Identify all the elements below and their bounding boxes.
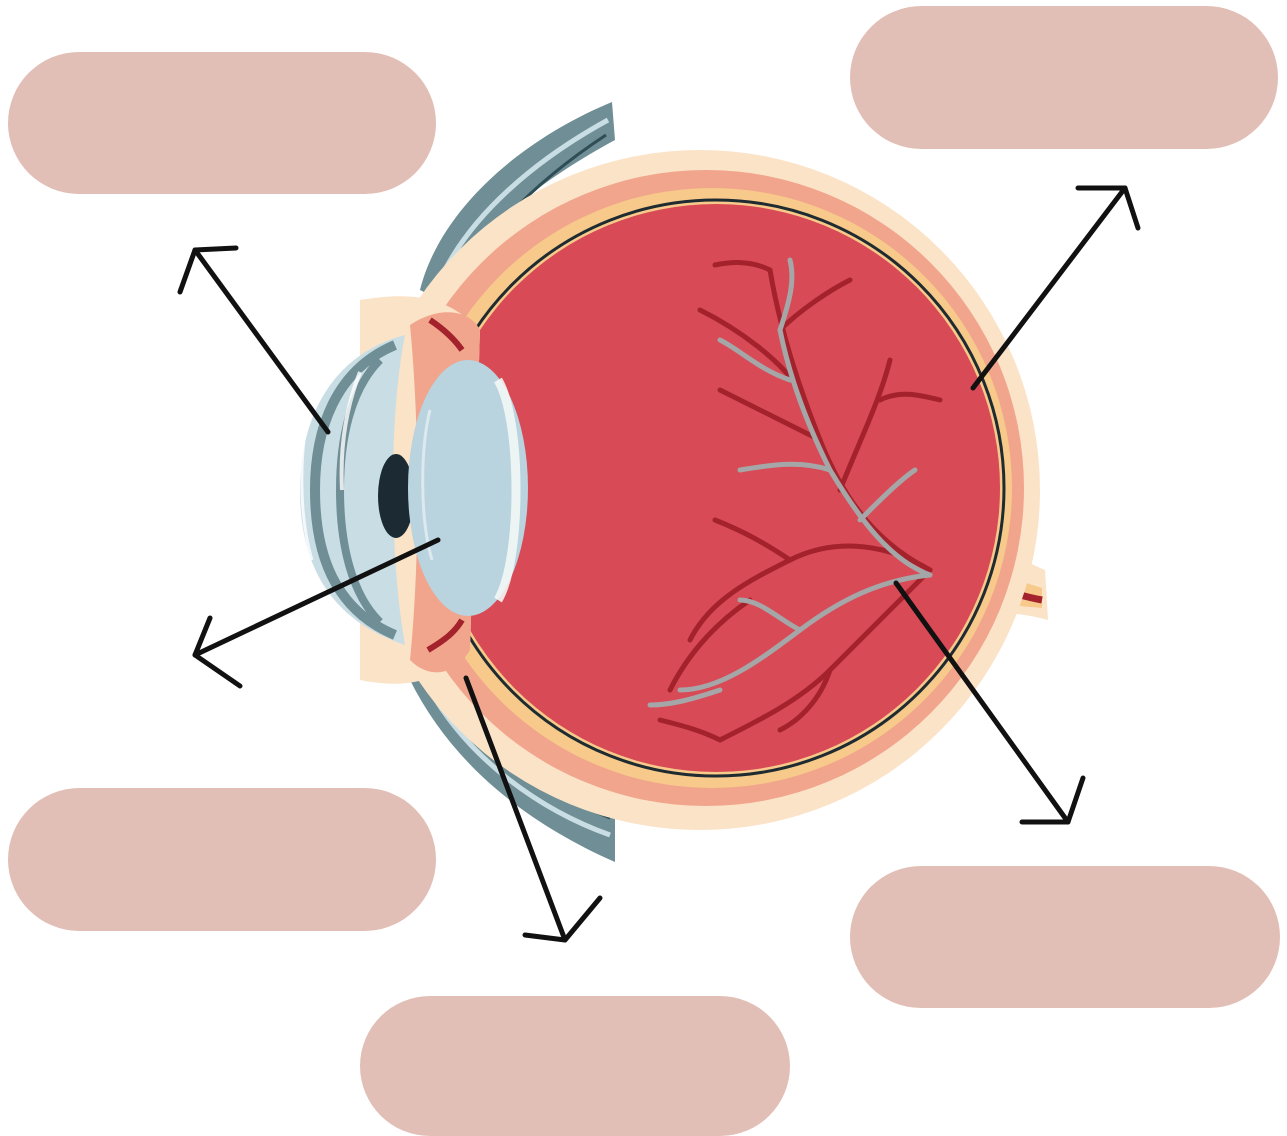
arrow-top-right xyxy=(973,188,1138,388)
label-box-bottom-left[interactable] xyxy=(8,788,436,931)
label-box-top-right[interactable] xyxy=(850,6,1278,149)
label-box-bottom-center[interactable] xyxy=(360,996,790,1136)
arrow-top-left xyxy=(180,248,328,432)
lens xyxy=(408,360,528,616)
label-box-top-left[interactable] xyxy=(8,52,436,194)
label-box-bottom-right[interactable] xyxy=(850,866,1280,1008)
